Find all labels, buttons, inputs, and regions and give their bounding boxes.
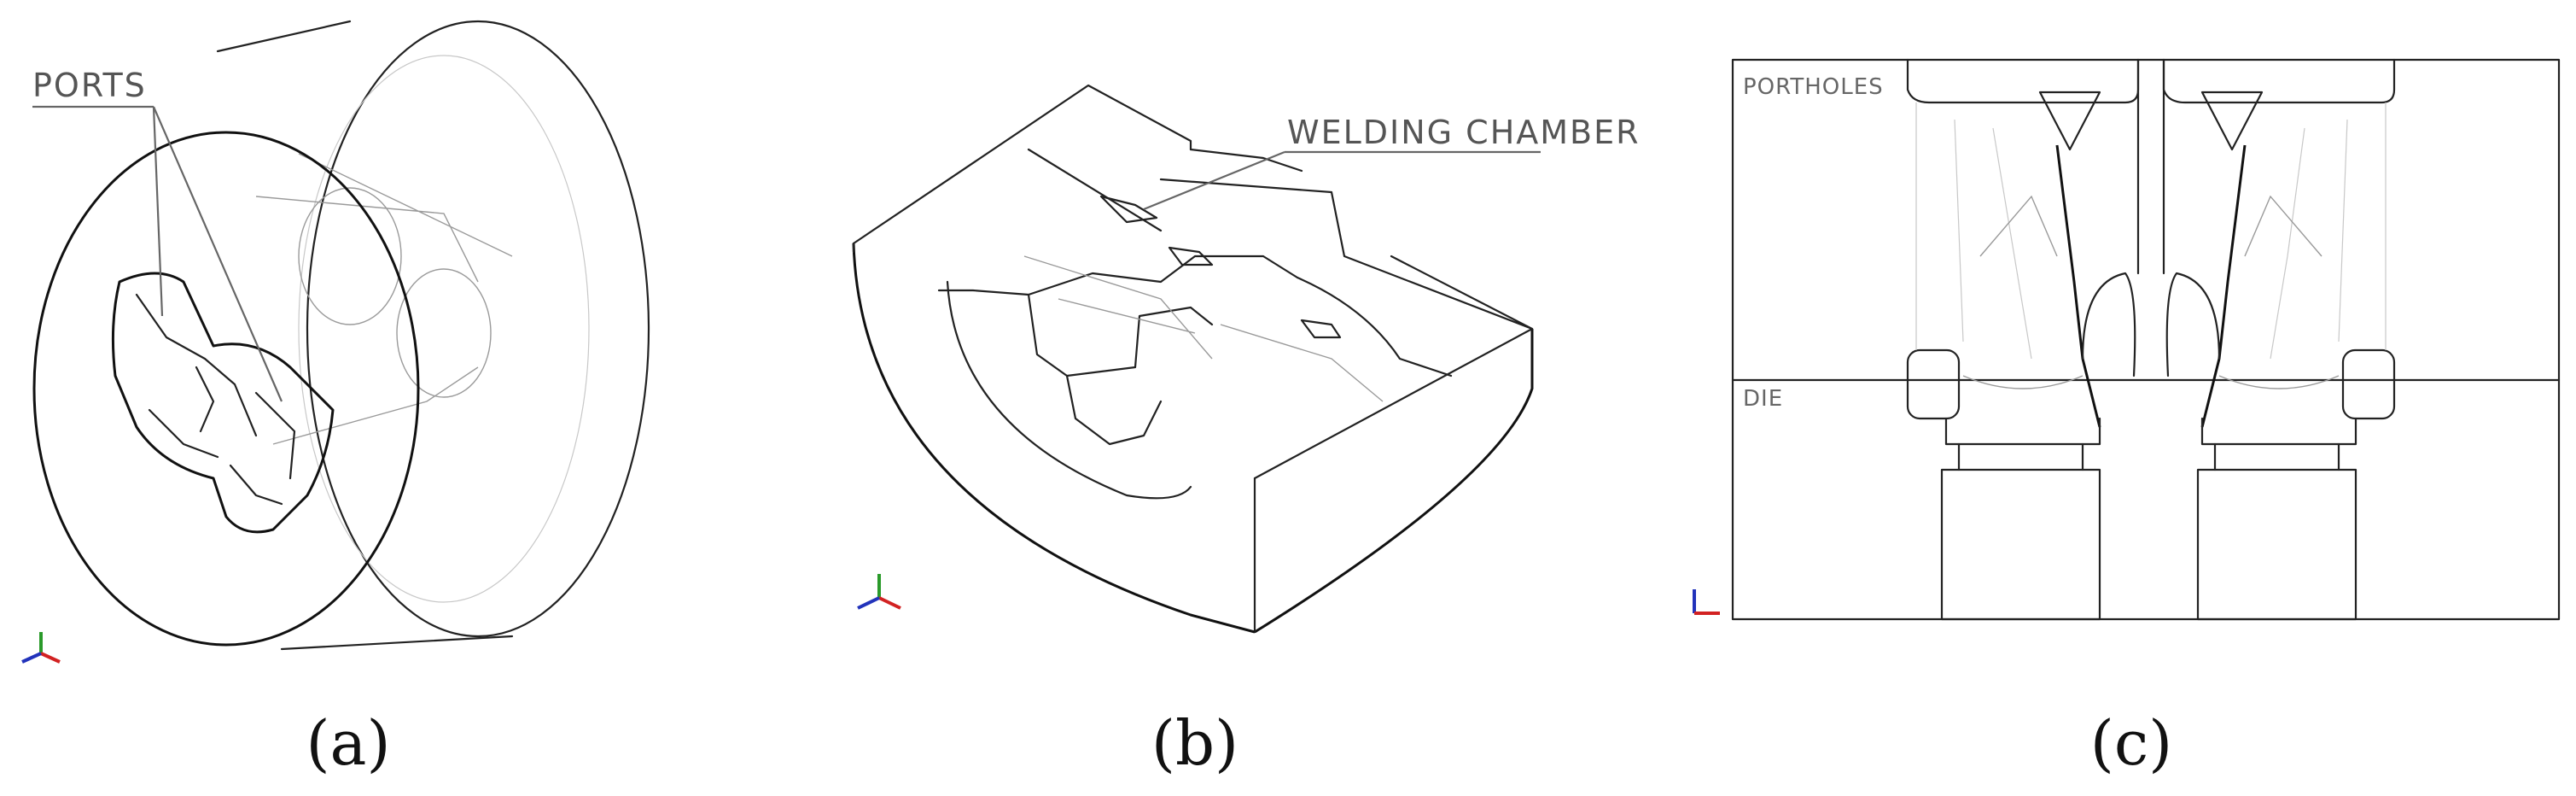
axis-triad-b: [857, 574, 901, 610]
panel-b-drawing: WELDING CHAMBER: [852, 84, 1641, 634]
port-top-left: [2038, 91, 2101, 151]
hidden-chamber-lines: [1962, 195, 2340, 389]
chamber-feature-3: [1300, 319, 1342, 339]
portholes-label: PORTHOLES: [1743, 74, 1884, 100]
welding-chamber-leader: [1143, 150, 1285, 211]
block-top-edges: [1027, 148, 1534, 331]
right-top-edge: [1253, 327, 1534, 480]
hidden-port-1: [298, 187, 402, 325]
lower-port: [1065, 374, 1163, 446]
caption-c: (c): [2090, 707, 2173, 779]
top-bar-right: [2162, 58, 2396, 104]
hidden-rim: [298, 55, 590, 603]
hidden-lines-b: [1023, 255, 1384, 402]
axis-triad-a: [21, 632, 61, 664]
welding-chamber-label: WELDING CHAMBER: [1287, 114, 1641, 151]
central-opening: [111, 272, 335, 534]
port-top-right: [2200, 91, 2264, 151]
ports-leader-2: [152, 106, 283, 402]
caption-a: (a): [306, 707, 390, 779]
port-wall-left-inner: [2055, 144, 2101, 428]
mid-cut: [1296, 276, 1453, 378]
opening-facets: [135, 293, 296, 480]
cylinder-front-face: [32, 131, 420, 647]
chamber-feature-1: [1099, 195, 1158, 224]
lug-left: [1906, 348, 1961, 420]
ports-leader-1: [152, 106, 164, 317]
cut-upper-ridge: [1027, 255, 1299, 296]
cylinder-bottom-silhouette: [280, 635, 514, 651]
port-edge: [229, 464, 283, 506]
hidden-lines-c: [1915, 102, 2387, 360]
top-bar-left: [1906, 58, 2140, 104]
left-curved-face: [852, 243, 1256, 634]
cylinder-back-rim: [306, 20, 650, 638]
lobe-right: [2165, 272, 2221, 378]
inner-concave-cut: [946, 280, 1192, 500]
section-frame: [1731, 58, 2561, 621]
lug-right: [2341, 348, 2396, 420]
die-land: [1944, 417, 2357, 446]
ports-label: PORTS: [32, 67, 147, 104]
panel-c-drawing: PORTHOLES DIE: [1693, 58, 2561, 621]
chamber-feature-2: [1168, 246, 1214, 266]
right-side-face: [1254, 329, 1534, 634]
cylinder-top-silhouette: [216, 20, 352, 53]
hidden-port-2: [396, 268, 492, 398]
port-wall-right-inner: [2200, 144, 2247, 428]
bolster-right: [2196, 468, 2357, 621]
bolster-necks: [1957, 442, 2340, 471]
die-label: DIE: [1743, 386, 1783, 412]
block-top-ridge: [1189, 148, 1303, 173]
lobe-left: [2081, 272, 2136, 378]
block-top-left-edge: [852, 84, 1192, 245]
bolster-left: [1940, 468, 2101, 621]
axis-triad-c: [1693, 589, 1720, 615]
panel-a-drawing: PORTS: [21, 20, 650, 664]
caption-b: (b): [1151, 707, 1238, 779]
hidden-lines: [255, 153, 513, 445]
